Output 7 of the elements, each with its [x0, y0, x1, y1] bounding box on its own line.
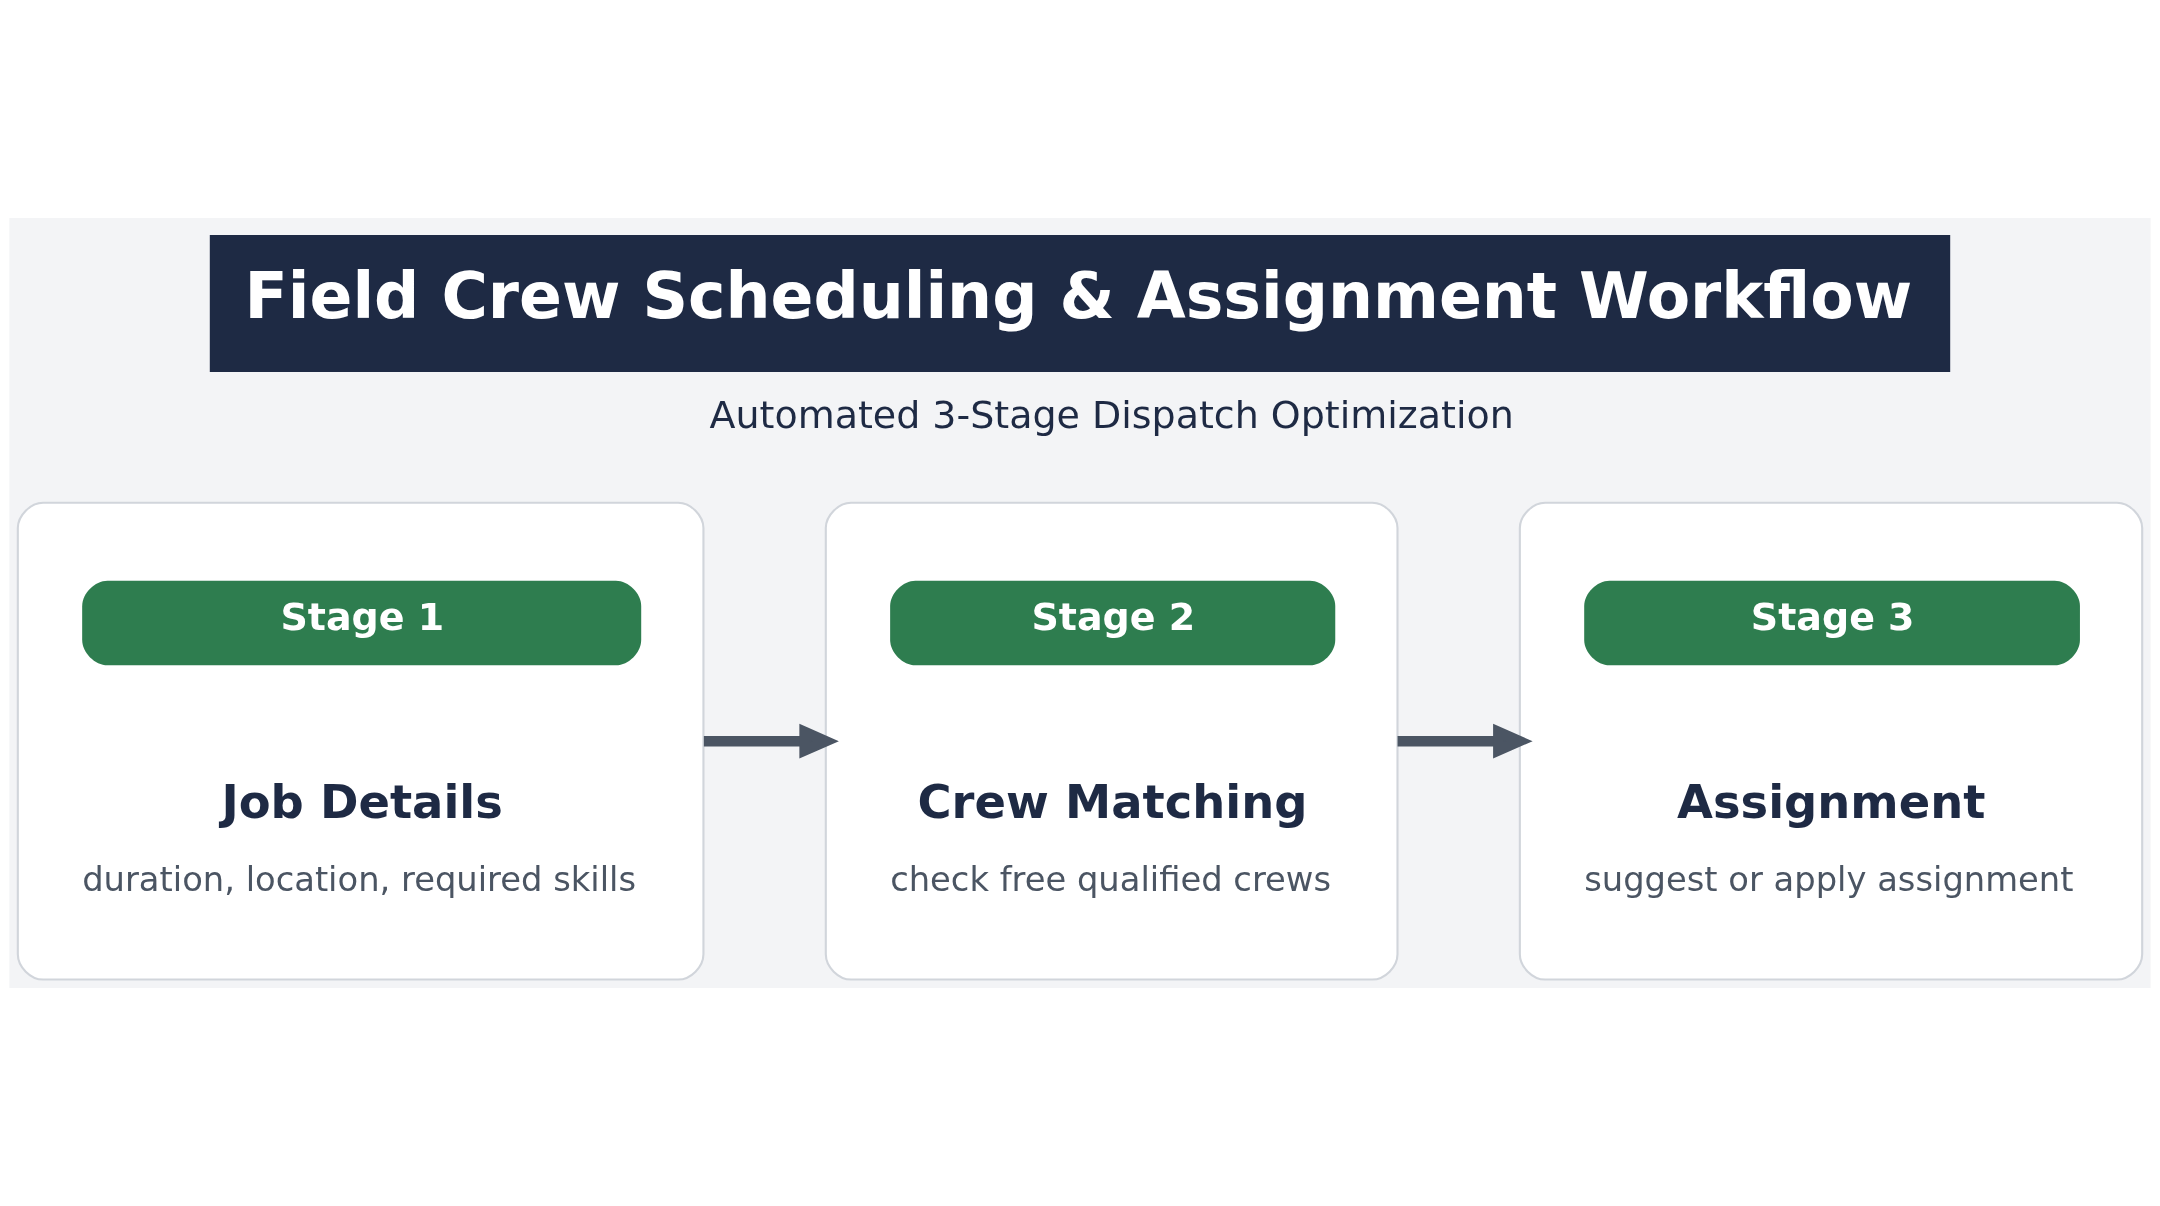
node-box: Stage 2 Crew Matching check free qualified crews	[824, 501, 1399, 981]
node-box: Stage 3 Assignment suggest or apply assignment	[1518, 501, 2144, 981]
arrow	[703, 723, 839, 759]
diagram-title: Field Crew Scheduling & Assignment Workflow	[244, 259, 1913, 334]
node-box: Stage 1 Job Details duration, location, required skills	[16, 501, 705, 981]
label: Automated 3-Stage Dispatch Optimization	[709, 392, 1514, 437]
arrow	[1397, 723, 1533, 759]
